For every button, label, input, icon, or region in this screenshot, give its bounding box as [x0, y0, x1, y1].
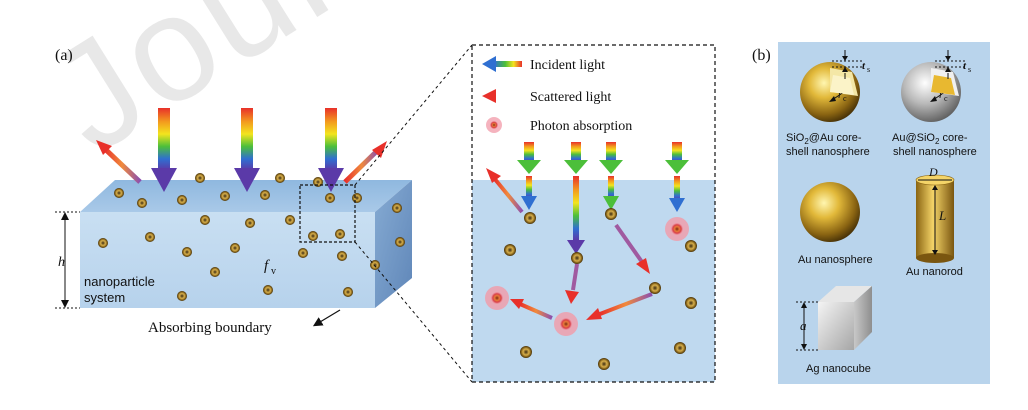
item5-caption: Ag nanocube	[806, 363, 871, 375]
height-dimension	[55, 211, 80, 309]
zoom-region-box	[299, 184, 356, 243]
legend-scattered: Scattered light	[530, 90, 611, 105]
legend	[482, 56, 522, 133]
rod-diameter-symbol: D	[928, 165, 938, 179]
zoom-incident-arrows	[517, 142, 689, 254]
system-label-line1: nanoparticle	[84, 274, 155, 289]
zoom-scattered-arrows	[486, 168, 653, 320]
height-symbol: h	[58, 255, 65, 270]
au-sio2-sphere	[901, 62, 961, 122]
item1-shell-symbol: t	[862, 60, 866, 72]
absorbed-photons	[485, 217, 689, 336]
volume-fraction-subscript: v	[271, 266, 276, 277]
item1-dimensions	[829, 50, 862, 102]
panel-a-label: (a)	[55, 47, 73, 64]
zoom-line-top	[354, 44, 473, 186]
item2-core-subscript: c	[944, 94, 948, 103]
system-label-line2: system	[84, 290, 125, 305]
slab-incident-arrows	[151, 108, 344, 192]
sio2-au-sphere	[800, 62, 860, 122]
item2-shell-subscript: s	[968, 65, 971, 74]
item2-core-symbol: r	[939, 89, 944, 101]
legend-absorption: Photon absorption	[530, 119, 632, 134]
rod-length-symbol: L	[938, 208, 946, 223]
item2-caption-line2: shell nanosphere	[893, 146, 977, 158]
item4-caption: Au nanorod	[906, 266, 963, 278]
item1-core-subscript: c	[843, 94, 847, 103]
item1-caption-line2: shell nanosphere	[786, 146, 870, 158]
cube-edge-symbol: a	[800, 318, 807, 333]
zoom-particles	[504, 208, 697, 370]
ag-nanocube	[818, 286, 872, 350]
legend-incident: Incident light	[530, 58, 605, 73]
volume-fraction-symbol: f	[264, 258, 270, 274]
item1-shell-subscript: s	[867, 65, 870, 74]
boundary-label: Absorbing boundary	[148, 320, 272, 336]
item2-dimensions	[930, 50, 965, 102]
zoom-line-bottom	[354, 241, 473, 383]
panel-b-label: (b)	[752, 47, 771, 64]
item1-core-symbol: r	[838, 89, 843, 101]
item2-shell-symbol: t	[963, 60, 967, 72]
au-nanosphere	[800, 182, 860, 242]
item3-caption: Au nanosphere	[798, 254, 873, 266]
au-nanorod	[915, 174, 955, 263]
slab-scattered-arrows	[96, 140, 387, 184]
slab-particles	[98, 173, 405, 301]
item1-caption-line1: SiO2@Au core-	[786, 132, 862, 146]
item2-caption-line1: Au@SiO2 core-	[892, 132, 968, 146]
boundary-pointer	[312, 309, 341, 327]
cube-edge-dimension	[796, 301, 818, 351]
